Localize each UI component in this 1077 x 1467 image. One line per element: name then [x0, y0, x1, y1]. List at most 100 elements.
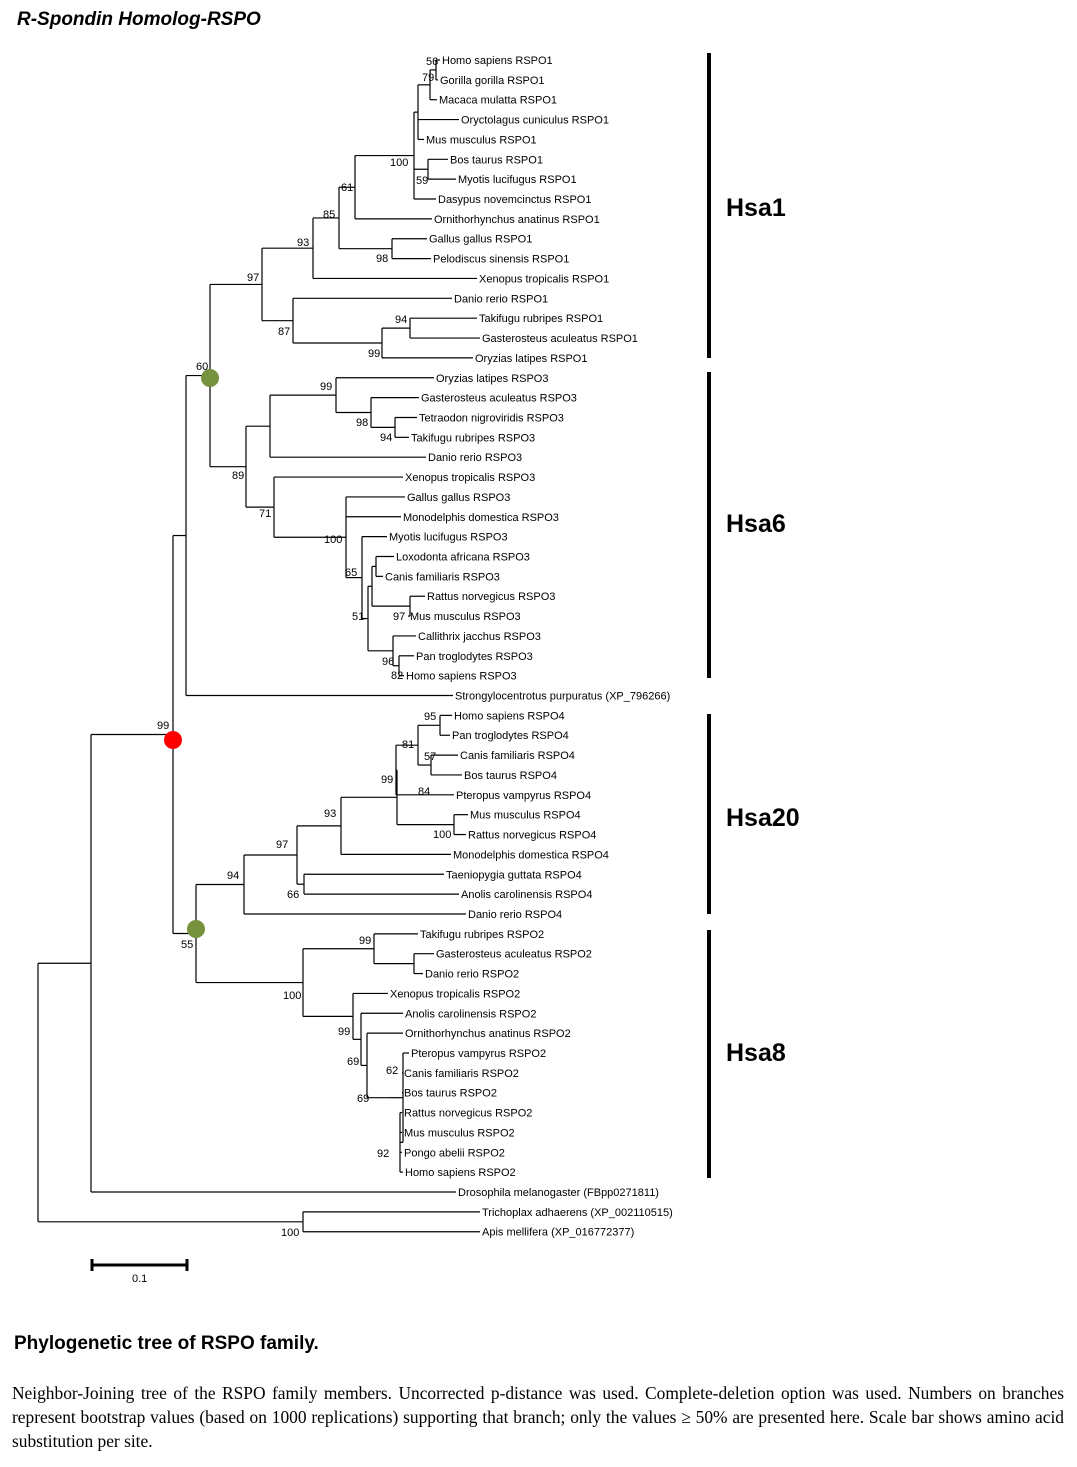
- leaf-label: Macaca mulatta RSPO1: [439, 95, 557, 107]
- bootstrap-value: 93: [324, 808, 336, 820]
- bootstrap-value: 84: [418, 786, 430, 798]
- scale-bar: [90, 1259, 189, 1271]
- leaf-label: Ornithorhynchus anatinus RSPO2: [405, 1028, 571, 1040]
- leaf-label: Pteropus vampyrus RSPO2: [411, 1048, 546, 1060]
- leaf-label: Ornithorhynchus anatinus RSPO1: [434, 214, 600, 226]
- leaf-label: Anolis carolinensis RSPO4: [461, 889, 592, 901]
- bootstrap-value: 98: [356, 417, 368, 429]
- bootstrap-value: 99: [359, 935, 371, 947]
- bootstrap-value: 94: [227, 870, 239, 882]
- leaf-label: Takifugu rubripes RSPO3: [411, 432, 535, 444]
- group-label: Hsa8: [726, 1039, 786, 1067]
- leaf-label: Trichoplax adhaerens (XP_002110515): [482, 1207, 673, 1219]
- leaf-label: Taeniopygia guttata RSPO4: [446, 869, 582, 881]
- duplication-node-rspo2-4: [187, 920, 205, 938]
- bootstrap-value: 99: [338, 1026, 350, 1038]
- bootstrap-value: 61: [341, 182, 353, 194]
- leaf-label: Homo sapiens RSPO1: [442, 55, 553, 67]
- leaf-label: Mus musculus RSPO3: [410, 611, 521, 623]
- scale-bar-label: 0.1: [132, 1273, 147, 1285]
- group-bracket: [707, 372, 711, 678]
- group-bracket: [707, 930, 711, 1178]
- group-bracket: [707, 53, 711, 358]
- bootstrap-value: 79: [422, 72, 434, 84]
- leaf-label: Canis familiaris RSPO4: [460, 750, 575, 762]
- leaf-label: Loxodonta africana RSPO3: [396, 552, 530, 564]
- leaf-label: Bos taurus RSPO2: [404, 1088, 497, 1100]
- bootstrap-value: 71: [259, 508, 271, 520]
- leaf-label: Pteropus vampyrus RSPO4: [456, 790, 591, 802]
- leaf-label: Xenopus tropicalis RSPO2: [390, 988, 520, 1000]
- bootstrap-value: 87: [278, 326, 290, 338]
- bootstrap-value: 56: [426, 56, 438, 68]
- leaf-label: Bos taurus RSPO1: [450, 154, 543, 166]
- bootstrap-value: 69: [357, 1093, 369, 1105]
- bootstrap-value: 95: [424, 711, 436, 723]
- leaf-label: Myotis lucifugus RSPO1: [458, 174, 577, 186]
- bootstrap-value: 97: [276, 839, 288, 851]
- bootstrap-value: 99: [368, 348, 380, 360]
- leaf-label: Oryzias latipes RSPO3: [436, 373, 548, 385]
- bootstrap-value: 59: [416, 175, 428, 187]
- bootstrap-value: 100: [433, 829, 451, 841]
- bootstrap-value: 99: [157, 720, 169, 732]
- bootstrap-value: 97: [393, 611, 405, 623]
- bootstrap-value: 81: [402, 739, 414, 751]
- root-duplication-node: [164, 731, 182, 749]
- leaf-label: Strongylocentrotus purpuratus (XP_796266…: [455, 691, 670, 703]
- caption-body: Neighbor-Joining tree of the RSPO family…: [12, 1383, 1064, 1451]
- bootstrap-value: 92: [377, 1148, 389, 1160]
- leaf-label: Oryctolagus cuniculus RSPO1: [461, 115, 609, 127]
- leaf-label: Homo sapiens RSPO2: [405, 1167, 516, 1179]
- leaf-label: Rattus norvegicus RSPO4: [468, 830, 596, 842]
- caption-title: Phylogenetic tree of RSPO family.: [14, 1333, 319, 1354]
- leaf-label: Oryzias latipes RSPO1: [475, 353, 587, 365]
- bootstrap-value: 51: [352, 611, 364, 623]
- leaf-label: Gasterosteus aculeatus RSPO2: [436, 949, 592, 961]
- leaf-label: Mus musculus RSPO4: [470, 810, 581, 822]
- leaf-label: Homo sapiens RSPO3: [406, 671, 517, 683]
- group-label: Hsa6: [726, 510, 786, 538]
- bootstrap-value: 66: [287, 889, 299, 901]
- leaf-label: Rattus norvegicus RSPO2: [404, 1108, 532, 1120]
- leaf-label: Monodelphis domestica RSPO3: [403, 512, 559, 524]
- bootstrap-value: 62: [386, 1065, 398, 1077]
- bootstrap-value: 94: [380, 432, 392, 444]
- bootstrap-value: 100: [283, 990, 301, 1002]
- leaf-label: Gasterosteus aculeatus RSPO3: [421, 393, 577, 405]
- bootstrap-value: 96: [382, 656, 394, 668]
- leaf-label: Gallus gallus RSPO3: [407, 492, 510, 504]
- duplication-node-rspo1-3: [201, 369, 219, 387]
- leaf-label: Takifugu rubripes RSPO1: [479, 313, 603, 325]
- bootstrap-value: 65: [345, 567, 357, 579]
- bootstrap-value: 69: [347, 1056, 359, 1068]
- leaf-label: Gorilla gorilla RSPO1: [440, 75, 545, 87]
- bootstrap-value: 60: [196, 361, 208, 373]
- leaf-label: Myotis lucifugus RSPO3: [389, 532, 508, 544]
- bootstrap-value: 99: [381, 774, 393, 786]
- leaf-label: Gallus gallus RSPO1: [429, 234, 532, 246]
- leaf-label: Xenopus tropicalis RSPO1: [479, 273, 609, 285]
- leaf-label: Rattus norvegicus RSPO3: [427, 591, 555, 603]
- leaf-label: Dasypus novemcinctus RSPO1: [438, 194, 591, 206]
- bootstrap-value: 100: [281, 1227, 299, 1239]
- bootstrap-value: 94: [395, 314, 407, 326]
- bootstrap-value: 100: [390, 157, 408, 169]
- leaf-label: Pan troglodytes RSPO3: [416, 651, 533, 663]
- leaf-label: Mus musculus RSPO1: [426, 134, 537, 146]
- leaf-label: Xenopus tropicalis RSPO3: [405, 472, 535, 484]
- leaf-label: Anolis carolinensis RSPO2: [405, 1008, 536, 1020]
- bootstrap-value: 82: [391, 670, 403, 682]
- leaf-label: Tetraodon nigroviridis RSPO3: [419, 412, 564, 424]
- leaf-label: Gasterosteus aculeatus RSPO1: [482, 333, 638, 345]
- leaf-label: Mus musculus RSPO2: [404, 1127, 515, 1139]
- leaf-label: Canis familiaris RSPO3: [385, 571, 500, 583]
- bootstrap-value: 99: [320, 381, 332, 393]
- leaf-label: Danio rerio RSPO3: [428, 452, 522, 464]
- leaf-label: Danio rerio RSPO2: [425, 969, 519, 981]
- bootstrap-value: 89: [232, 470, 244, 482]
- leaf-label: Pan troglodytes RSPO4: [452, 730, 569, 742]
- bootstrap-value: 98: [376, 253, 388, 265]
- leaf-label: Monodelphis domestica RSPO4: [453, 849, 609, 861]
